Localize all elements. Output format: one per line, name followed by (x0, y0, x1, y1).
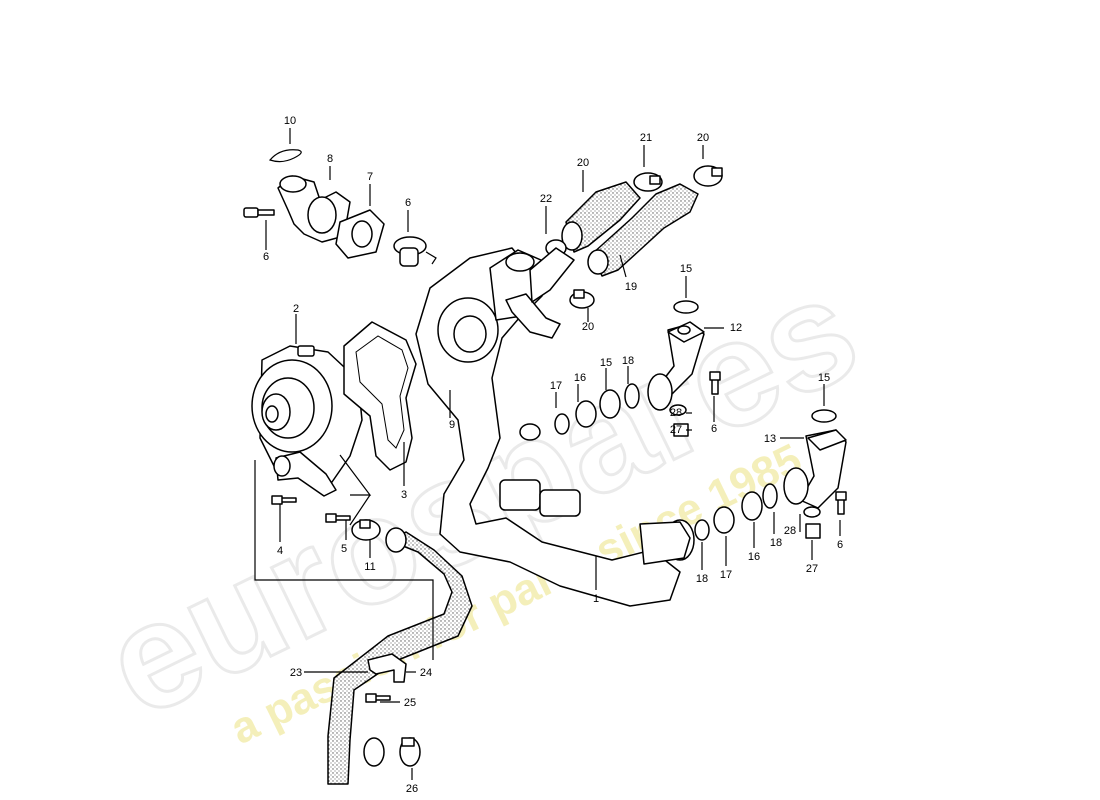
bolt-5 (325, 513, 351, 523)
callout-14: 13 (764, 433, 776, 445)
callout-28b: 28 (784, 525, 796, 537)
callout-26: 26 (406, 783, 418, 795)
ring-18-upper-b (554, 413, 570, 435)
hose-23 (327, 531, 473, 785)
bolt-6-mid (709, 371, 721, 395)
ring-18-upper-a (624, 383, 640, 409)
clamp-22-mid (529, 239, 575, 303)
callout-8: 7 (367, 171, 373, 183)
callout-19: 19 (625, 281, 637, 293)
callout-28a: 28 (670, 407, 682, 419)
leader-lines (254, 128, 841, 780)
plug-27-lower (805, 523, 821, 539)
callout-6b: 6 (711, 423, 717, 435)
bracket-24 (367, 653, 407, 683)
callout-15a: 15 (680, 263, 692, 275)
callout-20a: 20 (697, 132, 709, 144)
callout-6c: 6 (837, 539, 843, 551)
thermostat-housing-group (243, 149, 437, 267)
callout-17a: 16 (574, 372, 586, 384)
callout-16b: 16 (748, 551, 760, 563)
callout-11: 11 (364, 561, 375, 573)
hose-21 (565, 181, 641, 253)
ring-18-lower-b (694, 519, 710, 541)
sleeve-lower (783, 467, 809, 505)
o-ring-15-lower (811, 409, 837, 423)
callout-labels: 10 8 7 6 6 2 3 9 4 5 11 1 21 20 20 22 19… (263, 115, 843, 795)
callout-13: 12 (730, 322, 742, 334)
callout-6a: 6 (263, 251, 269, 263)
callout-25: 25 (404, 697, 416, 709)
coolant-housing-1 (415, 247, 695, 607)
callout-18c: 18 (696, 573, 708, 585)
clamp-11 (351, 519, 381, 541)
callout-27b: 27 (806, 563, 818, 575)
washer-28-lower (803, 506, 821, 518)
callout-20b: 20 (582, 321, 594, 333)
ring-16-upper (599, 389, 621, 419)
callout-16a: 15 (600, 357, 612, 369)
bolt-4 (271, 495, 297, 505)
hose-19 (591, 183, 699, 277)
callout-27a: 27 (670, 424, 682, 436)
bolt-6-top (243, 207, 275, 218)
callout-15b: 15 (818, 372, 830, 384)
clamp-20-top (693, 165, 723, 187)
callout-5: 5 (341, 543, 347, 555)
callout-18b: 18 (622, 355, 634, 367)
callout-22b: 22 (540, 193, 552, 205)
clamp-20-mid (569, 289, 595, 309)
callout-22a: 21 (640, 132, 652, 144)
callout-1: 1 (593, 593, 599, 605)
washer-28-upper (669, 404, 687, 416)
callout-18d: 18 (770, 537, 782, 549)
sleeve-upper (647, 373, 673, 411)
callout-9: 8 (327, 153, 333, 165)
callout-23: 23 (290, 667, 302, 679)
clamp-26 (399, 737, 421, 767)
o-ring-15-top (673, 300, 699, 314)
ring-18-lower-a (762, 483, 778, 509)
callout-21: 20 (577, 157, 589, 169)
callout-10: 9 (449, 419, 455, 431)
housing-port-9 (279, 175, 307, 193)
callout-4: 4 (277, 545, 283, 557)
bolt-6-right (835, 491, 847, 515)
clamp-22-top (633, 172, 663, 192)
callout-18a: 17 (550, 380, 562, 392)
callout-12: 10 (284, 115, 296, 127)
ring-16-lower (741, 491, 763, 521)
spring-17-upper (575, 400, 597, 428)
pipe-14 (799, 429, 847, 509)
housing-flange-9 (307, 196, 337, 234)
callout-2: 2 (293, 303, 299, 315)
spring-17-lower (713, 506, 735, 534)
pump-gasket-3 (343, 321, 417, 471)
bolt-25 (365, 693, 391, 703)
wire-clip-12 (268, 149, 302, 163)
callout-3: 3 (401, 489, 407, 501)
plug-27-upper (673, 423, 689, 437)
callout-24: 24 (420, 667, 432, 679)
callout-17b: 17 (720, 569, 732, 581)
water-pump-2 (251, 345, 363, 497)
callout-7: 6 (405, 197, 411, 209)
thermostat-7 (393, 236, 437, 267)
